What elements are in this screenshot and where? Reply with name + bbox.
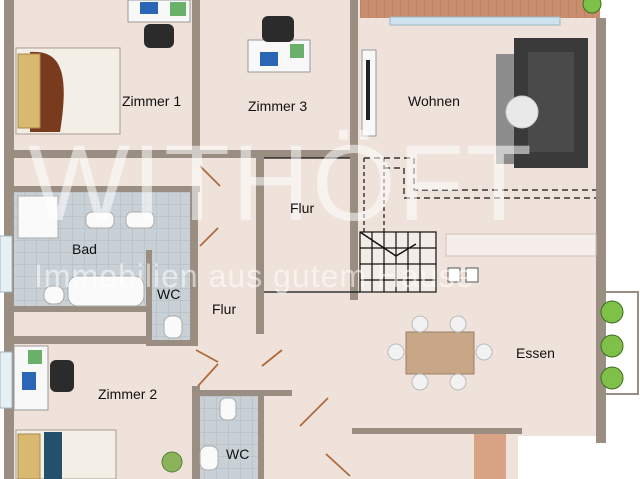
bed-zimmer1: [15, 47, 121, 135]
balcony-plants: [600, 300, 624, 390]
bed-zimmer2: [15, 429, 117, 479]
terrace-deck: [360, 0, 600, 18]
room-label-flur-lower: Flur: [212, 301, 237, 317]
room-label-flur-upper: Flur: [290, 200, 315, 216]
room-label-zimmer1: Zimmer 1: [122, 93, 182, 109]
door-swings: [195, 165, 351, 477]
staircase: [264, 157, 596, 293]
room-label-wc-upper: WC: [157, 286, 181, 302]
room-label-essen: Essen: [516, 345, 555, 361]
room-label-bad: Bad: [72, 241, 97, 257]
sofa-wohnen: [496, 38, 588, 168]
plant-zimmer2: [161, 451, 183, 473]
room-label-wc-lower: WC: [226, 446, 250, 462]
room-label-zimmer3: Zimmer 3: [248, 98, 308, 114]
room-label-wohnen: Wohnen: [408, 93, 460, 109]
desk-zimmer3: [247, 16, 311, 73]
desk-zimmer2: [13, 345, 74, 411]
bathroom-fixtures: [17, 195, 237, 471]
room-label-zimmer2: Zimmer 2: [98, 386, 158, 402]
desk-zimmer1: [127, 0, 191, 48]
dining-table: [387, 315, 493, 391]
